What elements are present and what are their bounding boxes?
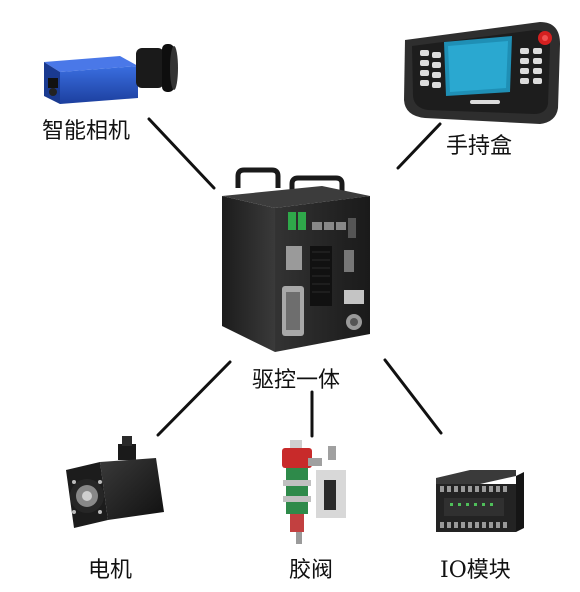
teach-pendant-image bbox=[404, 22, 560, 124]
drive-controller-image bbox=[222, 167, 370, 352]
center-label: 驱控一体 bbox=[252, 368, 340, 393]
connection-camera bbox=[147, 117, 216, 190]
servo-motor-image bbox=[66, 436, 164, 528]
smart-camera-image bbox=[44, 44, 178, 104]
io-label: IO模块 bbox=[440, 558, 511, 583]
glue-valve-image bbox=[282, 440, 346, 544]
camera-label: 智能相机 bbox=[42, 119, 130, 144]
pendant-label: 手持盒 bbox=[446, 134, 512, 159]
motor-label: 电机 bbox=[88, 558, 132, 583]
connection-io bbox=[383, 358, 443, 435]
connection-pendant bbox=[396, 122, 442, 170]
io-module-image bbox=[436, 470, 524, 532]
connection-motor bbox=[156, 360, 232, 437]
valve-label: 胶阀 bbox=[289, 558, 333, 583]
